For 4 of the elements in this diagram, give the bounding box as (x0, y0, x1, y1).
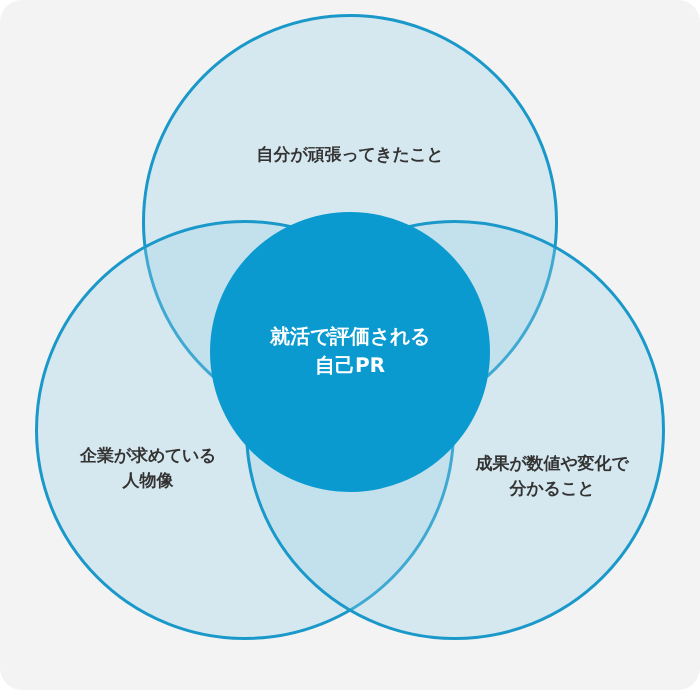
circle-label: 就活で評価される自己PR (268, 323, 431, 379)
circle-label: 企業が求めている人物像 (78, 445, 217, 493)
circle-label: 自分が頑張ってきたこと (256, 144, 444, 167)
circle-label: 成果が数値や変化で分かること (474, 453, 630, 501)
